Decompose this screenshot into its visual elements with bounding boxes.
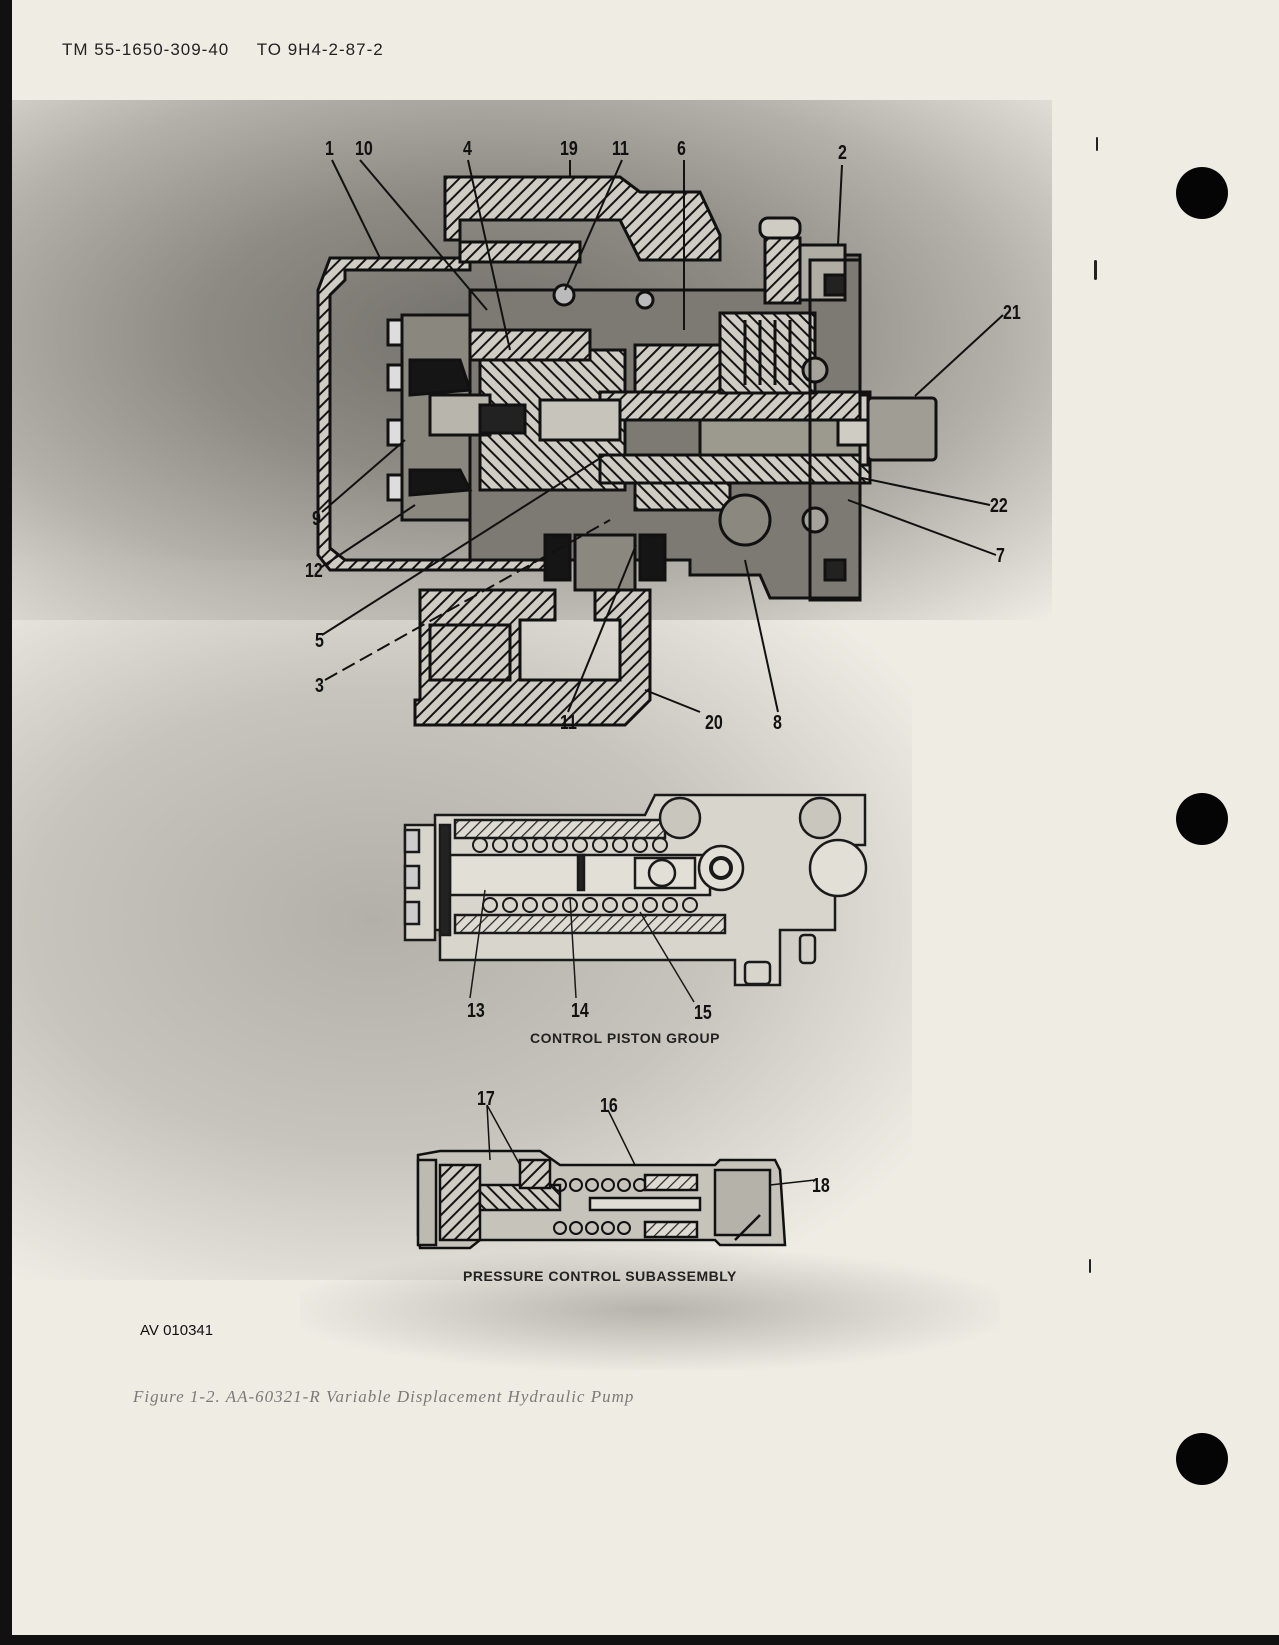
document-header: TM 55-1650-309-40 TO 9H4-2-87-2 — [62, 40, 406, 60]
callout-19: 19 — [560, 138, 578, 160]
callout-10: 10 — [355, 138, 373, 160]
callout-20: 20 — [705, 712, 723, 734]
callout-11: 11 — [612, 138, 629, 160]
callout-4: 4 — [463, 138, 472, 160]
callout-1: 1 — [325, 138, 334, 160]
main-pump-view — [316, 175, 938, 727]
callout-8: 8 — [773, 712, 782, 734]
callout-11: 11 — [560, 712, 577, 734]
punch-hole-icon — [1176, 1433, 1228, 1485]
tm-number: TM 55-1650-309-40 — [62, 40, 230, 59]
scan-border-bottom — [0, 1635, 1279, 1645]
scan-shading — [300, 1250, 1000, 1370]
scan-border-left — [0, 0, 12, 1645]
control-piston-group-drawing — [403, 793, 868, 987]
callout-9: 9 — [312, 508, 321, 530]
callout-2: 2 — [838, 142, 847, 164]
margin-mark — [1094, 260, 1097, 280]
callout-16: 16 — [600, 1095, 618, 1117]
callout-6: 6 — [677, 138, 686, 160]
control-piston-group-title: CONTROL PISTON GROUP — [530, 1030, 720, 1046]
figure-caption: Figure 1-2. AA-60321-R Variable Displace… — [133, 1387, 635, 1406]
leader-lines — [319, 159, 1004, 713]
leader-lines — [486, 1104, 816, 1186]
callout-22: 22 — [990, 495, 1008, 517]
margin-mark — [1089, 1259, 1091, 1273]
callout-7: 7 — [996, 545, 1005, 567]
callout-12: 12 — [305, 560, 323, 582]
margin-mark — [1096, 137, 1098, 151]
callout-21: 21 — [1003, 302, 1021, 324]
callout-5: 5 — [315, 630, 324, 652]
pressure-control-subassembly-drawing — [416, 1149, 787, 1250]
av-code: AV 010341 — [140, 1322, 214, 1339]
callout-18: 18 — [812, 1175, 830, 1197]
leader-lines — [469, 889, 695, 1003]
callout-14: 14 — [571, 1000, 589, 1022]
callout-3: 3 — [315, 675, 324, 697]
to-number: TO 9H4-2-87-2 — [256, 40, 384, 59]
callout-13: 13 — [467, 1000, 485, 1022]
callout-15: 15 — [694, 1002, 712, 1024]
punch-hole-icon — [1176, 793, 1228, 845]
callout-17: 17 — [477, 1088, 495, 1110]
punch-hole-icon — [1176, 167, 1228, 219]
pressure-control-subassembly-title: PRESSURE CONTROL SUBASSEMBLY — [463, 1268, 737, 1284]
